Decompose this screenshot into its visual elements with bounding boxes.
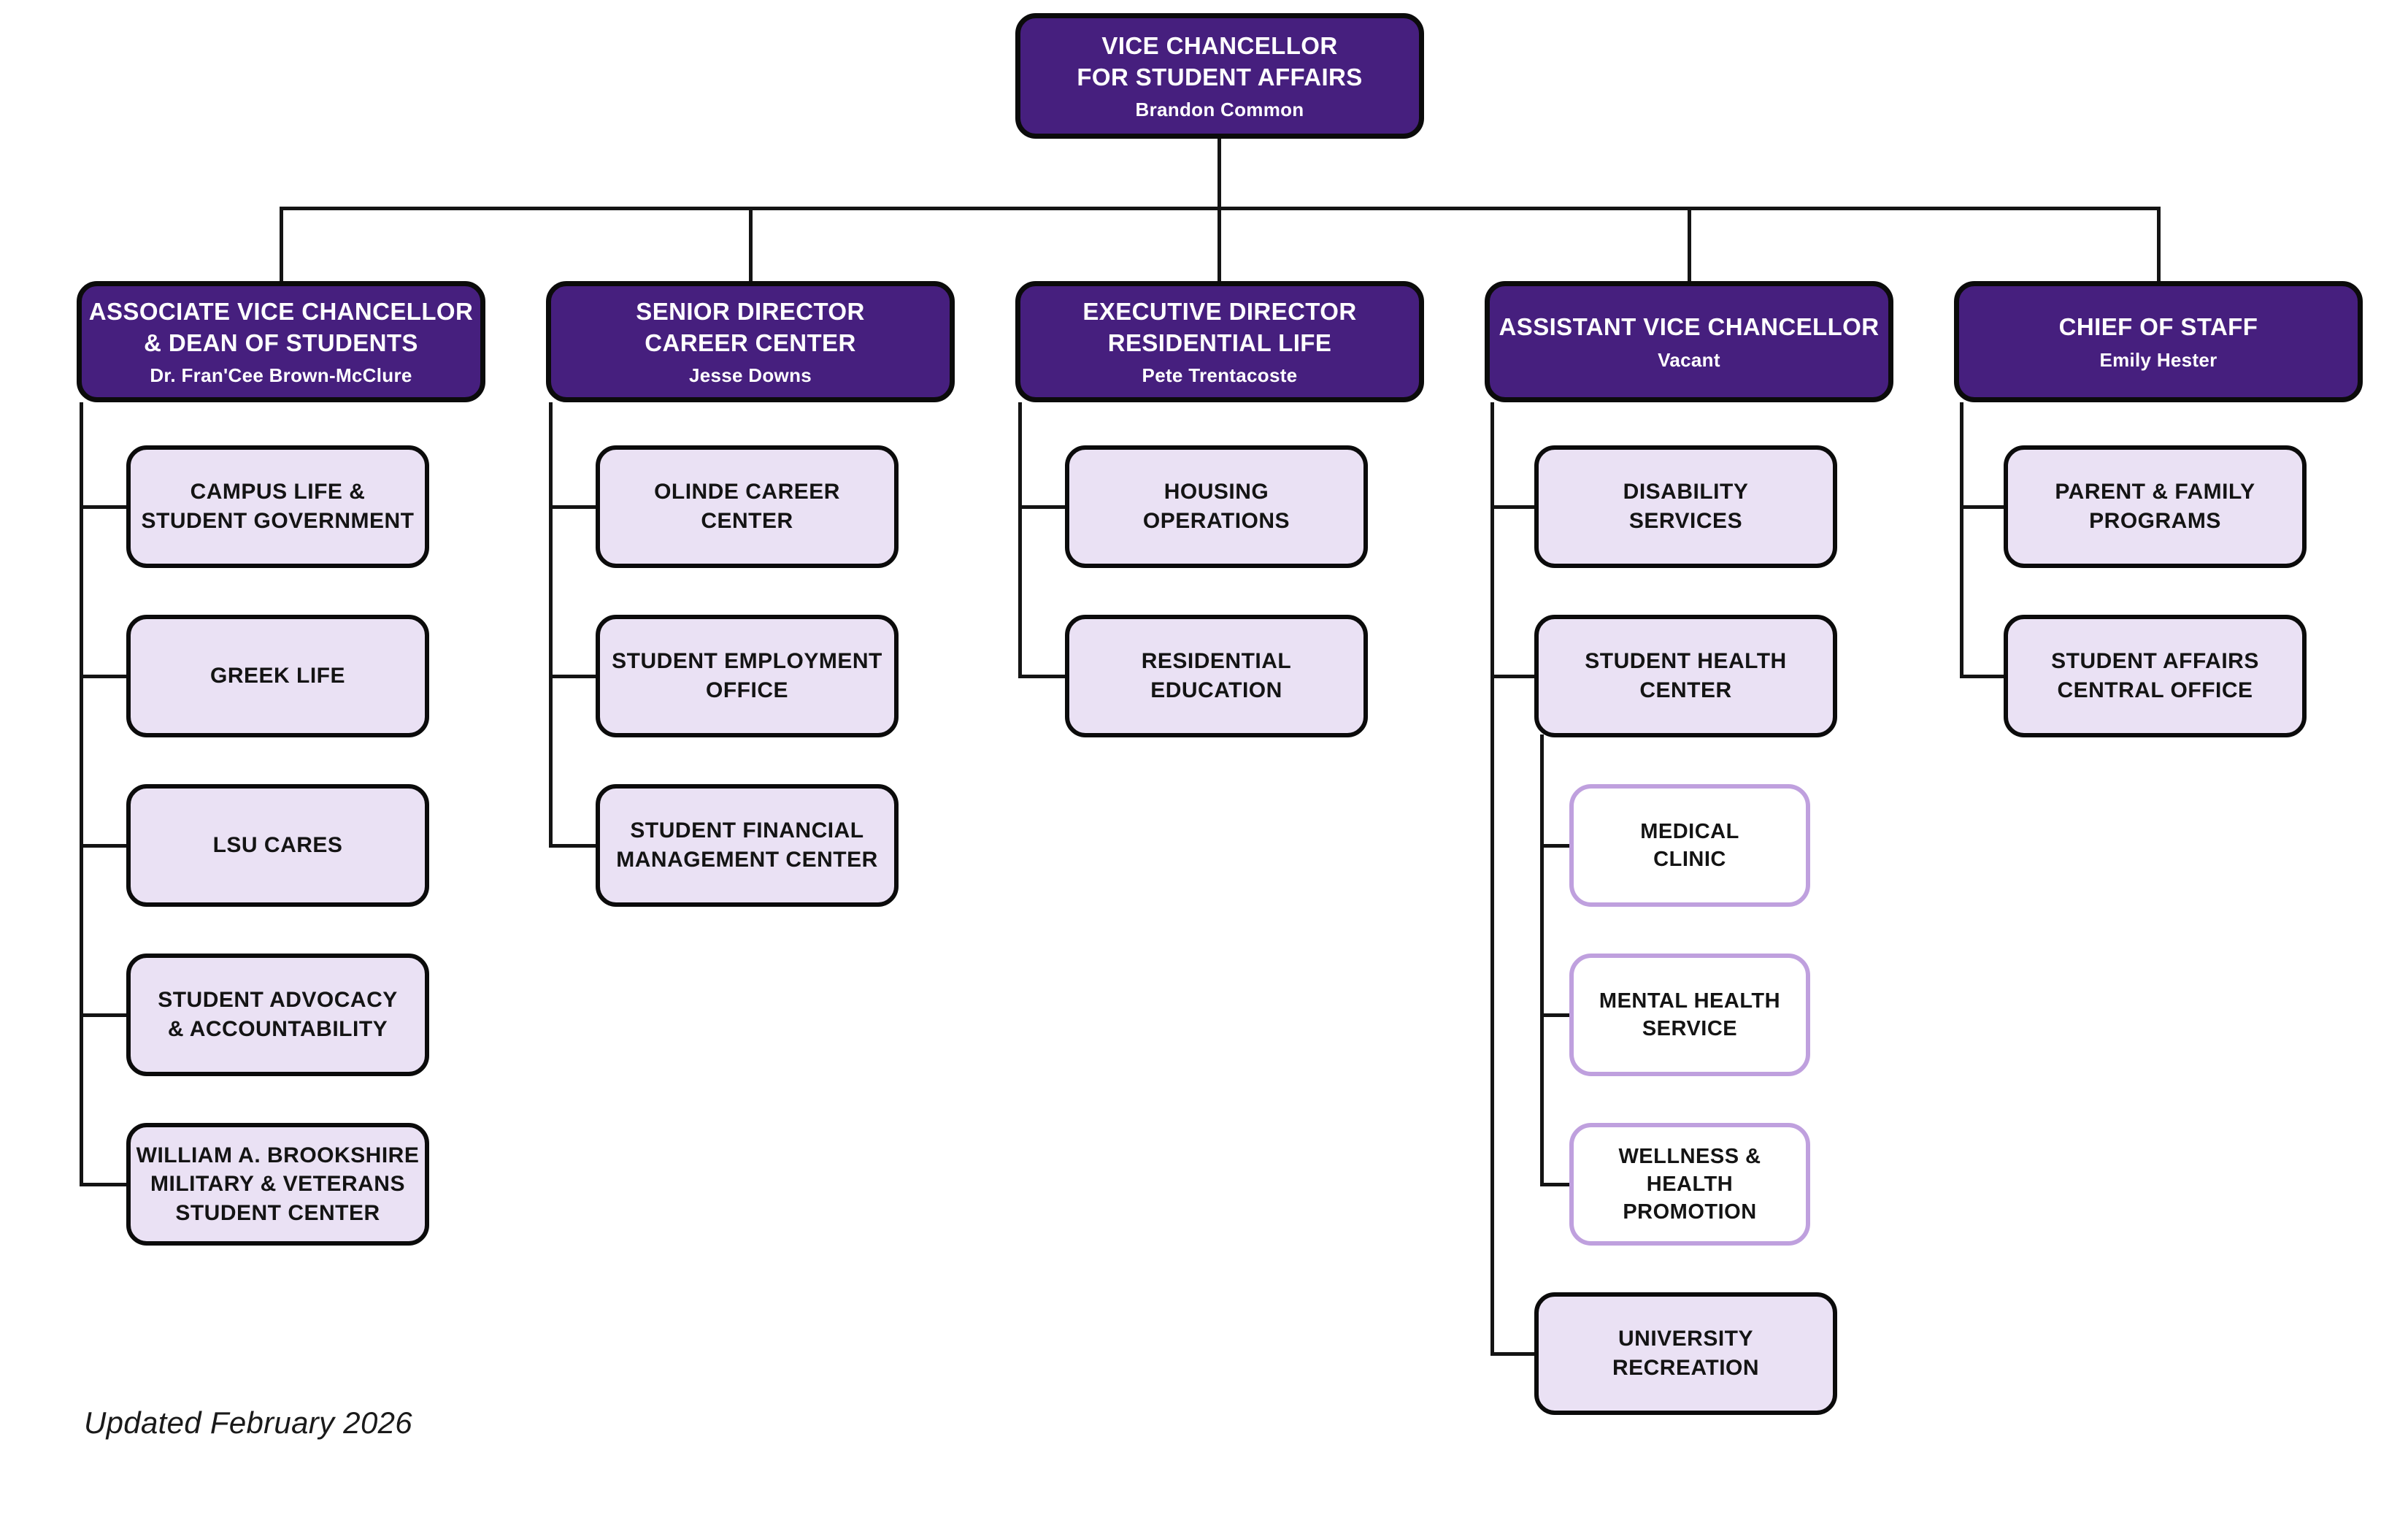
connector-sub-spine (1540, 734, 1544, 1186)
box-person: Jesse Downs (688, 364, 812, 387)
connector-stub (80, 1013, 128, 1017)
org-box-housing-operations: HOUSING OPERATIONS (1065, 445, 1368, 568)
box-person: Pete Trentacoste (1142, 364, 1298, 387)
box-title: ASSISTANT VICE CHANCELLOR (1499, 313, 1880, 341)
org-box-olinde-career-center: OLINDE CAREER CENTER (596, 445, 899, 568)
connector-branch-drop (1688, 207, 1691, 283)
connector-sub-stub (1540, 1013, 1572, 1017)
connector-stub (1018, 675, 1066, 678)
connector-spine (80, 402, 83, 1186)
org-box-assistant-vice-chancellor: ASSISTANT VICE CHANCELLOR Vacant (1485, 281, 1893, 402)
org-box-university-recreation: UNIVERSITY RECREATION (1534, 1292, 1837, 1415)
org-box-chief-of-staff: CHIEF OF STAFF Emily Hester (1954, 281, 2363, 402)
connector-branch-drop (1218, 207, 1221, 283)
connector-stub (549, 675, 597, 678)
connector-branch-drop (2157, 207, 2161, 283)
connector-sub-stub (1540, 844, 1572, 848)
org-box-vice-chancellor: VICE CHANCELLOR FOR STUDENT AFFAIRS Bran… (1015, 13, 1424, 139)
org-box-student-employment-office: STUDENT EMPLOYMENT OFFICE (596, 615, 899, 737)
box-person: Emily Hester (2099, 348, 2217, 371)
connector-sub-stub (1540, 1183, 1572, 1186)
connector-stub (1490, 505, 1539, 509)
org-box-student-advocacy-accountability: STUDENT ADVOCACY & ACCOUNTABILITY (126, 954, 429, 1076)
connector-branch-drop (749, 207, 753, 283)
org-box-parent-family-programs: PARENT & FAMILY PROGRAMS (2004, 445, 2307, 568)
box-person: Brandon Common (1135, 99, 1304, 121)
box-title: VICE CHANCELLOR FOR STUDENT AFFAIRS (1077, 31, 1363, 91)
connector-stub (80, 844, 128, 848)
connector-stub (1490, 675, 1539, 678)
org-box-campus-life-student-government: CAMPUS LIFE & STUDENT GOVERNMENT (126, 445, 429, 568)
connector-stub (80, 505, 128, 509)
box-title: EXECUTIVE DIRECTOR RESIDENTIAL LIFE (1082, 297, 1357, 356)
org-box-lsu-cares: LSU CARES (126, 784, 429, 907)
org-box-medical-clinic: MEDICAL CLINIC (1569, 784, 1810, 907)
org-box-disability-services: DISABILITY SERVICES (1534, 445, 1837, 568)
box-person: Dr. Fran'Cee Brown-McClure (150, 364, 412, 387)
org-box-greek-life: GREEK LIFE (126, 615, 429, 737)
updated-note: Updated February 2026 (84, 1405, 412, 1440)
connector-spine (1960, 402, 1963, 678)
org-box-student-financial-management-center: STUDENT FINANCIAL MANAGEMENT CENTER (596, 784, 899, 907)
box-title: ASSOCIATE VICE CHANCELLOR & DEAN OF STUD… (88, 297, 474, 356)
connector-spine (1490, 402, 1494, 1355)
org-box-student-health-center: STUDENT HEALTH CENTER (1534, 615, 1837, 737)
connector-branch-drop (280, 207, 283, 283)
connector-spine (549, 402, 553, 847)
org-box-dean-of-students: ASSOCIATE VICE CHANCELLOR & DEAN OF STUD… (77, 281, 485, 402)
org-box-student-affairs-central-office: STUDENT AFFAIRS CENTRAL OFFICE (2004, 615, 2307, 737)
org-box-senior-director-career-center: SENIOR DIRECTOR CAREER CENTER Jesse Down… (546, 281, 955, 402)
connector-stub (549, 505, 597, 509)
org-box-mental-health-service: MENTAL HEALTH SERVICE (1569, 954, 1810, 1076)
org-box-executive-director-residential-life: EXECUTIVE DIRECTOR RESIDENTIAL LIFE Pete… (1015, 281, 1424, 402)
box-person: Vacant (1658, 348, 1720, 371)
box-title: CHIEF OF STAFF (2058, 313, 2258, 341)
connector-spine (1018, 402, 1022, 678)
connector-stub (1490, 1352, 1539, 1356)
connector-stub (80, 675, 128, 678)
connector-stub (80, 1183, 128, 1186)
box-title: SENIOR DIRECTOR CAREER CENTER (636, 297, 865, 356)
connector-stub (1960, 675, 2008, 678)
connector-stub (1960, 505, 2008, 509)
org-box-wellness-health-promotion: WELLNESS & HEALTH PROMOTION (1569, 1123, 1810, 1246)
org-box-residential-education: RESIDENTIAL EDUCATION (1065, 615, 1368, 737)
connector-stub (1018, 505, 1066, 509)
org-box-brookshire-military-veterans-center: WILLIAM A. BROOKSHIRE MILITARY & VETERAN… (126, 1123, 429, 1246)
connector-root-drop (1218, 137, 1221, 210)
connector-stub (549, 844, 597, 848)
